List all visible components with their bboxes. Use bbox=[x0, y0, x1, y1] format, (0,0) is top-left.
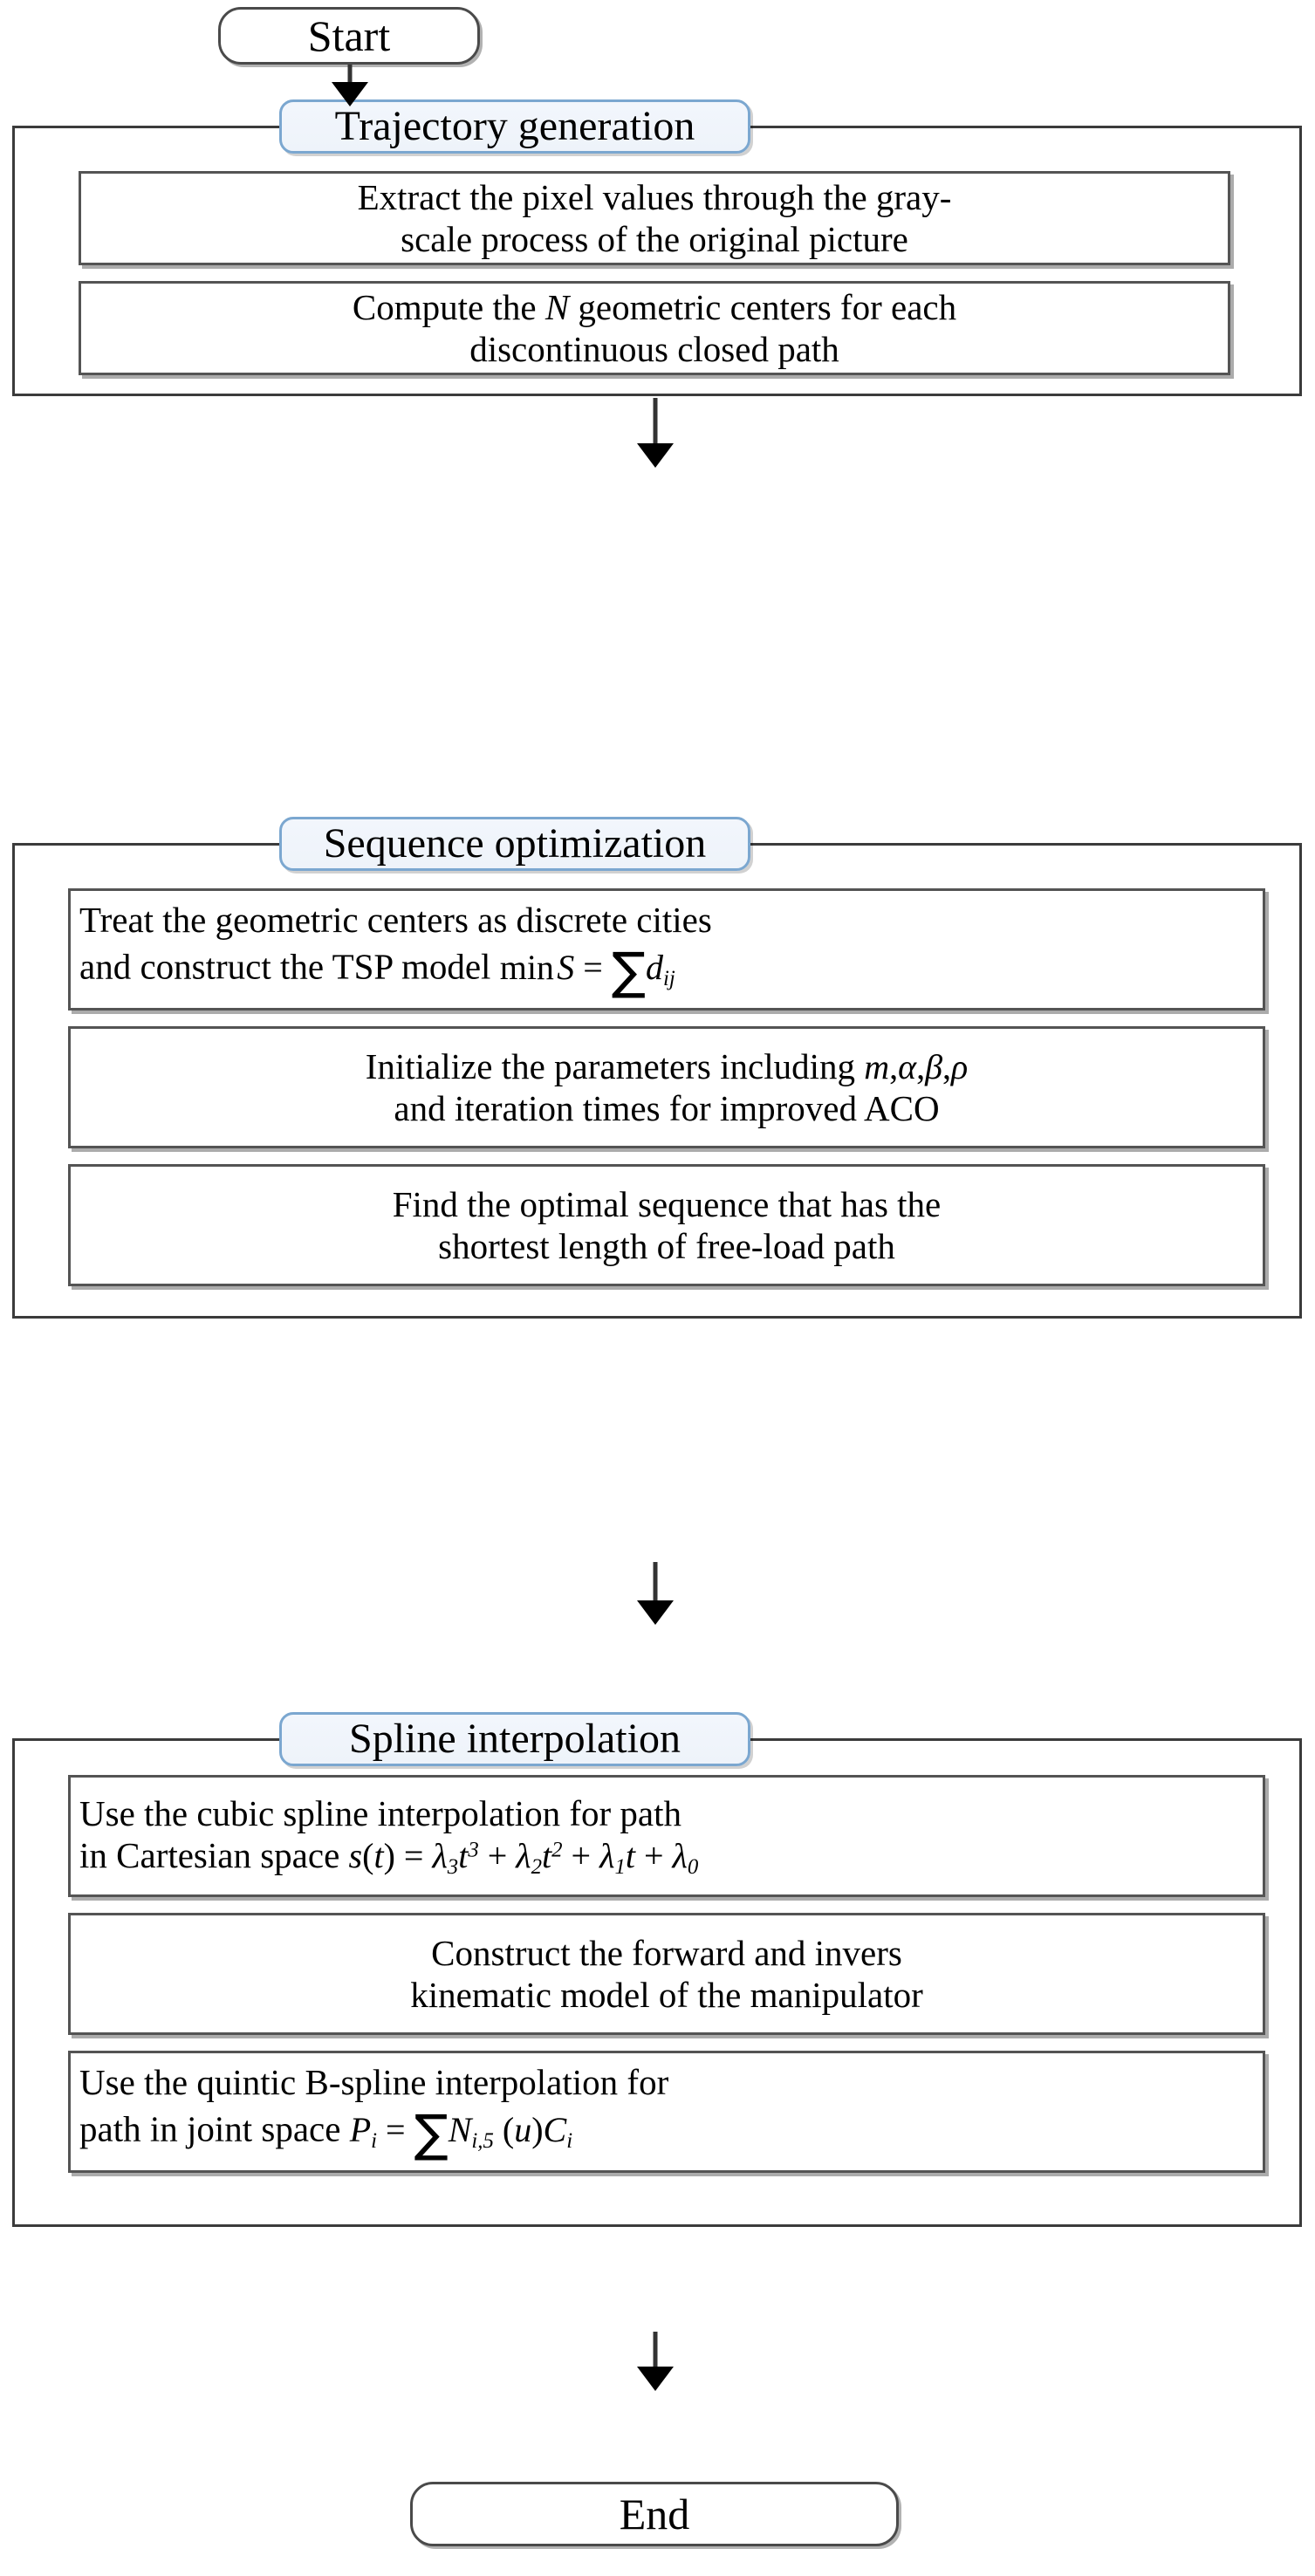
end-terminator: End bbox=[410, 2482, 899, 2546]
stage-header-label: Trajectory generation bbox=[334, 103, 695, 149]
step-quintic-bspline-joint: Use the quintic B-spline interpolation f… bbox=[68, 2051, 1265, 2173]
formula-cubic-spline: s(t) = λ3t3 + λ2t2 + λ1t + λ0 bbox=[348, 1836, 699, 1880]
start-label: Start bbox=[307, 11, 391, 60]
step-forward-inverse-kinematics: Construct the forward and invers kinemat… bbox=[68, 1913, 1265, 2035]
step-cubic-spline-cartesian: Use the cubic spline interpolation for p… bbox=[68, 1775, 1265, 1897]
formula-tsp: min S = ∑dij bbox=[499, 940, 675, 1000]
formula-bspline: Pi = ∑Ni,5 (u)Ci bbox=[349, 2102, 573, 2162]
step-text: Treat the geometric centers as discrete … bbox=[79, 899, 712, 1000]
step-text: Initialize the parameters including m,α,… bbox=[365, 1045, 969, 1128]
formula-aco-params: m,α,β,ρ bbox=[864, 1046, 969, 1086]
step-text: Construct the forward and invers kinemat… bbox=[410, 1932, 923, 2015]
step-treat-centers-tsp: Treat the geometric centers as discrete … bbox=[68, 888, 1265, 1011]
step-text: Extract the pixel values through the gra… bbox=[357, 176, 952, 259]
arrow-stage1-to-stage2 bbox=[637, 398, 674, 468]
step-initialize-parameters-aco: Initialize the parameters including m,α,… bbox=[68, 1026, 1265, 1148]
step-text: Use the quintic B-spline interpolation f… bbox=[79, 2061, 669, 2162]
step-text: Compute the N geometric centers for each… bbox=[352, 286, 957, 369]
step-extract-pixel-values: Extract the pixel values through the gra… bbox=[79, 171, 1230, 265]
step-text: Find the optimal sequence that has the s… bbox=[392, 1183, 942, 1266]
step-find-optimal-sequence: Find the optimal sequence that has the s… bbox=[68, 1164, 1265, 1286]
italic-n: N bbox=[544, 286, 570, 327]
stage-header-label: Spline interpolation bbox=[349, 1716, 681, 1762]
stage-header-sequence-optimization: Sequence optimization bbox=[279, 817, 750, 871]
stage-header-spline-interpolation: Spline interpolation bbox=[279, 1712, 750, 1766]
stage-header-trajectory-generation: Trajectory generation bbox=[279, 99, 750, 154]
step-compute-geometric-centers: Compute the N geometric centers for each… bbox=[79, 281, 1230, 375]
step-text: Use the cubic spline interpolation for p… bbox=[79, 1792, 699, 1880]
end-label: End bbox=[619, 2490, 690, 2538]
start-terminator: Start bbox=[218, 7, 480, 65]
arrow-start-to-stage1 bbox=[332, 65, 368, 106]
arrow-stage3-to-end bbox=[637, 2332, 674, 2391]
stage-header-label: Sequence optimization bbox=[323, 820, 707, 867]
arrow-stage2-to-stage3 bbox=[637, 1562, 674, 1625]
